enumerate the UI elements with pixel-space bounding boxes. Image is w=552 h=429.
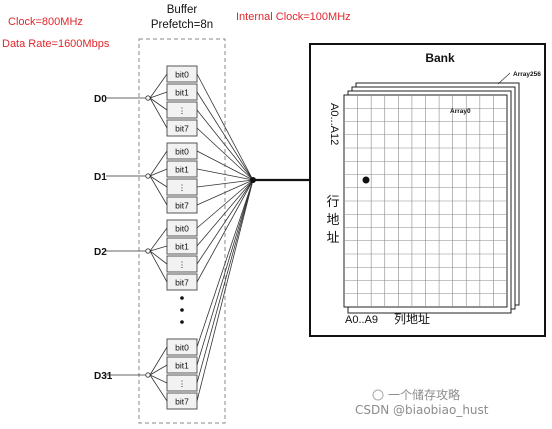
bit-group: D2 bit0 bit1 ⋮ bit7 [94,219,198,291]
bit-cell-label: bit0 [175,70,189,80]
row-label-char-3: 址 [326,231,339,246]
bit-cell-label: bit7 [175,201,189,211]
array256-pointer [497,72,511,85]
column-address-range: A0..A9 [345,314,378,326]
cell-to-hub-wire [196,179,254,206]
bit-cell-label: ⋮ [178,379,187,389]
cell-to-hub-wire [196,150,254,181]
bit-groups: D0bit0bit1⋮bit7D1bit0bit1⋮bit7D2bit0bit1… [94,65,198,410]
bit-cell-label: bit1 [175,165,189,175]
column-label: 列地址 [394,312,430,326]
row-address-range: A0...A12 [328,103,340,145]
bit-cell-label: bit1 [175,242,189,252]
cell-to-hub-wire [196,179,254,247]
cell-to-hub-wire [196,91,254,181]
cell-to-hub-wire [196,73,254,181]
data-line-label: D31 [94,371,113,382]
prefetch-title: Prefetch=8n [151,19,213,31]
bit-cell-label: bit1 [175,88,189,98]
cell-to-hub-wire [196,179,254,265]
bit-group: D31 bit0 bit1 ⋮ bit7 [94,338,198,410]
selected-cell-dot [362,176,370,184]
data-line-node [145,173,151,179]
cell-to-hub-wire [196,179,254,188]
internal-clock-label: Internal Clock=100MHz [236,11,351,23]
node-to-cell-wire [149,91,168,99]
ellipsis-dot [180,308,184,312]
watermark: 一个储存攻略 CSDN @biaobiao_hust [355,387,489,417]
node-to-cell-wire [149,346,168,376]
node-to-cell-wire [149,168,168,177]
cell-to-hub-wire [196,179,254,366]
buffer-title: Buffer [167,4,198,16]
bank-title: Bank [425,51,455,65]
node-to-cell-wire [149,227,168,252]
node-to-cell-wire [149,150,168,177]
data-line-node [145,372,151,378]
node-to-cell-wire [149,364,168,376]
array256-label: Array256 [513,71,541,78]
data-line-label: D0 [94,94,107,105]
bit-cell-label: bit7 [175,397,189,407]
row-label-char-1: 行 [326,195,339,210]
node-to-cell-wire [149,73,168,99]
bit-group: D1 bit0 bit1 ⋮ bit7 [94,142,198,214]
bit-cell-label: ⋮ [178,106,187,116]
prefetch-buffer-box [138,38,226,424]
watermark-wechat-text: 一个储存攻略 [388,387,460,402]
row-label-char-2: 地 [326,213,339,228]
node-to-cell-wire [149,374,168,384]
fan-in-wires [196,73,254,402]
bit-group: D0 bit0 bit1 ⋮ bit7 [94,65,198,137]
ellipsis-dot [180,296,184,300]
data-line-label: D2 [94,247,107,258]
node-to-cell-wire [149,250,168,283]
node-to-cell-wire [149,374,168,402]
cell-to-hub-wire [196,179,254,283]
bit-cell-label: bit7 [175,124,189,134]
cell-to-hub-wire [196,168,254,181]
array0-label: Array0 [450,108,471,115]
bit-cell-label: bit0 [175,147,189,157]
bit-cell-label: bit1 [175,361,189,371]
bit-cell-label: bit7 [175,278,189,288]
bit-cell-label: bit0 [175,224,189,234]
node-to-cell-wire [149,175,168,206]
cell-to-hub-wire [196,179,254,348]
data-line-label: D1 [94,172,107,183]
ellipsis-dot [180,320,184,324]
node-to-cell-wire [149,250,168,265]
cell-grid [344,95,507,307]
bit-cell-label: ⋮ [178,260,187,270]
wechat-icon [372,389,384,401]
node-to-cell-wire [149,97,168,129]
cell-to-hub-wire [196,109,254,181]
clock-label: Clock=800MHz [8,16,83,28]
node-to-cell-wire [149,175,168,188]
node-to-cell-wire [149,97,168,111]
bit-cell-label: ⋮ [178,183,187,193]
cell-to-hub-wire [196,179,254,402]
cell-to-hub-wire [196,179,254,384]
data-line-node [145,95,151,101]
data-rate-label: Data Rate=1600Mbps [2,38,110,50]
node-to-cell-wire [149,245,168,252]
watermark-text: CSDN @biaobiao_hust [355,403,489,417]
data-line-node [145,248,151,254]
bit-cell-label: bit0 [175,343,189,353]
cell-to-hub-wire [196,127,254,181]
cell-to-hub-wire [196,179,254,229]
